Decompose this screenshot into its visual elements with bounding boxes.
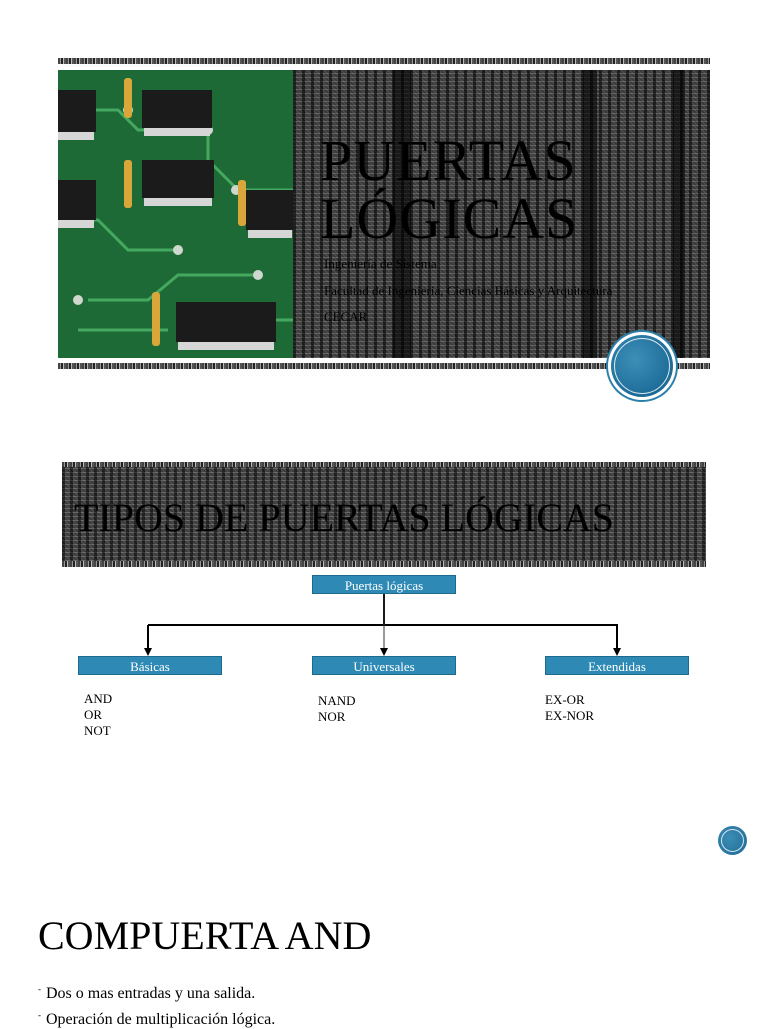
basicas-list: AND OR NOT	[84, 691, 112, 739]
slide-title-line-1: PUERTAS	[320, 128, 577, 193]
title-slide: PUERTAS LÓGICAS Ingeniería de Sistema Fa…	[58, 58, 710, 370]
decorative-circle-small-icon	[718, 826, 747, 855]
list-item: NAND	[318, 693, 356, 708]
category-basicas: Básicas	[78, 656, 222, 675]
universales-list: NAND NOR	[318, 693, 356, 725]
list-item: EX-NOR	[545, 708, 595, 723]
list-item: AND	[84, 691, 113, 706]
bullet-dash-icon: -	[38, 984, 41, 994]
bullet-item: -Dos o mas entradas y una salida.	[38, 984, 255, 1003]
bullet-dash-icon: -	[38, 1010, 41, 1020]
slide-title: PUERTAS LÓGICAS	[320, 132, 578, 248]
root-node-puertas-logicas: Puertas lógicas	[312, 575, 456, 594]
list-item: NOR	[318, 709, 346, 724]
subtitle-institution: CECAR	[324, 309, 368, 324]
extendidas-list: EX-OR EX-NOR	[545, 692, 594, 724]
and-gate-title: COMPUERTA AND	[38, 913, 372, 958]
bullet-item: -Operación de multiplicación lógica.	[38, 1010, 275, 1029]
slide-title-line-2: LÓGICAS	[320, 186, 579, 251]
header-bottom-rule	[62, 561, 706, 567]
top-divider	[58, 58, 710, 64]
circuit-board-image	[58, 70, 293, 358]
types-header-banner: TIPOS DE PUERTAS LÓGICAS	[62, 462, 706, 568]
category-extendidas: Extendidas	[545, 656, 689, 675]
list-item: OR	[84, 707, 103, 722]
header-top-rule	[62, 462, 706, 467]
bottom-divider	[58, 363, 710, 369]
category-universales: Universales	[312, 656, 456, 675]
textured-title-panel	[293, 70, 710, 358]
subtitle-program: Ingeniería de Sistema	[324, 256, 437, 271]
types-title: TIPOS DE PUERTAS LÓGICAS	[74, 495, 614, 540]
decorative-circle-icon	[608, 332, 676, 400]
header-texture	[62, 467, 706, 561]
bullet-text: Dos o mas entradas y una salida.	[46, 985, 256, 1002]
list-item: NOT	[84, 723, 111, 738]
bullet-text: Operación de multiplicación lógica.	[46, 1011, 276, 1028]
subtitle-faculty: Facultad de Ingeniería, Ciencias Básicas…	[324, 283, 613, 298]
list-item: EX-OR	[545, 692, 585, 707]
